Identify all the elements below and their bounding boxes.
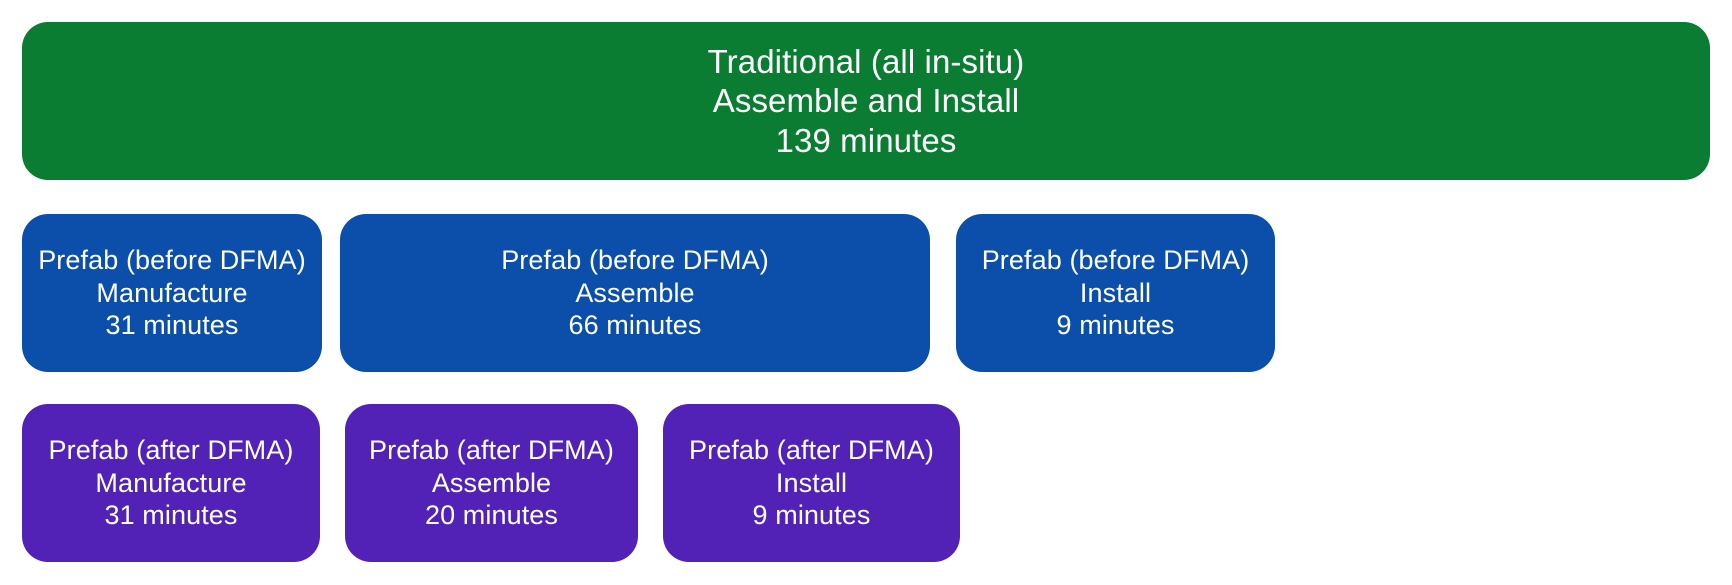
prefab-before-assemble-scenario-label: Prefab (before DFMA) bbox=[501, 245, 769, 276]
prefab-after-manufacture-duration-label: 31 minutes bbox=[104, 500, 238, 531]
prefab-after-install-duration-label: 9 minutes bbox=[752, 500, 871, 531]
prefab-after-assemble-scenario-label: Prefab (after DFMA) bbox=[369, 435, 614, 466]
prefab-before-install-duration-label: 9 minutes bbox=[1056, 310, 1175, 341]
prefab-after-manufacture-activity-label: Manufacture bbox=[95, 467, 247, 498]
traditional-activity-label: Assemble and Install bbox=[712, 82, 1020, 120]
traditional-assemble-install-block: Traditional (all in-situ) Assemble and I… bbox=[22, 22, 1710, 180]
prefab-after-manufacture-scenario-label: Prefab (after DFMA) bbox=[48, 435, 294, 466]
prefab-before-install-activity-label: Install bbox=[1079, 277, 1152, 308]
prefab-after-install-scenario-label: Prefab (after DFMA) bbox=[689, 435, 934, 466]
prefab-before-dfma-assemble-block: Prefab (before DFMA) Assemble 66 minutes bbox=[340, 214, 930, 372]
prefab-after-dfma-manufacture-block: Prefab (after DFMA) Manufacture 31 minut… bbox=[22, 404, 320, 562]
prefab-before-assemble-duration-label: 66 minutes bbox=[568, 310, 702, 341]
prefab-after-assemble-duration-label: 20 minutes bbox=[424, 500, 559, 531]
prefab-before-dfma-install-block: Prefab (before DFMA) Install 9 minutes bbox=[956, 214, 1275, 372]
prefab-before-manufacture-scenario-label: Prefab (before DFMA) bbox=[38, 245, 306, 276]
traditional-duration-label: 139 minutes bbox=[775, 121, 957, 159]
prefab-before-manufacture-duration-label: 31 minutes bbox=[105, 310, 239, 341]
traditional-scenario-label: Traditional (all in-situ) bbox=[707, 42, 1025, 80]
prefab-before-install-scenario-label: Prefab (before DFMA) bbox=[981, 245, 1250, 276]
prefab-after-assemble-activity-label: Assemble bbox=[431, 467, 552, 498]
prefab-before-manufacture-activity-label: Manufacture bbox=[96, 277, 248, 308]
prefab-after-dfma-install-block: Prefab (after DFMA) Install 9 minutes bbox=[663, 404, 960, 562]
prefab-before-assemble-activity-label: Assemble bbox=[575, 277, 695, 308]
prefab-before-dfma-manufacture-block: Prefab (before DFMA) Manufacture 31 minu… bbox=[22, 214, 322, 372]
prefab-after-install-activity-label: Install bbox=[775, 467, 848, 498]
prefab-after-dfma-assemble-block: Prefab (after DFMA) Assemble 20 minutes bbox=[345, 404, 638, 562]
